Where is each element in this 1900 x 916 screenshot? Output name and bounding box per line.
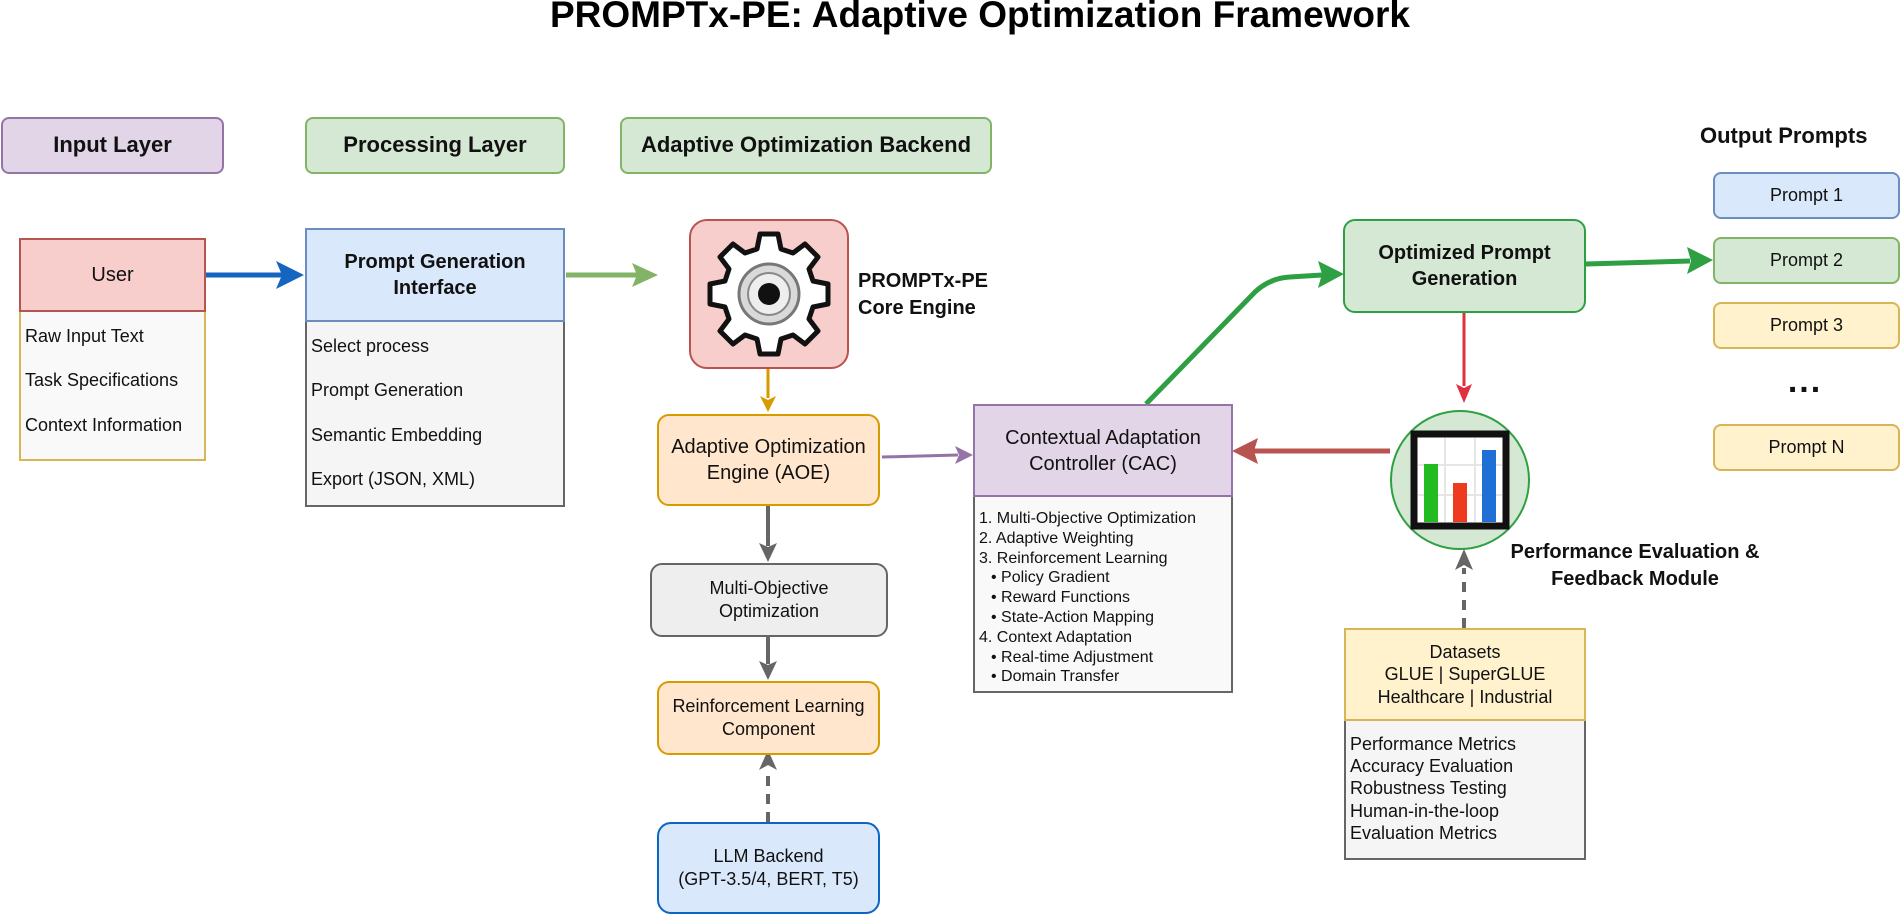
prompt-2: Prompt 2 (1713, 237, 1900, 284)
prompt-n: Prompt N (1713, 424, 1900, 471)
rl-box: Reinforcement Learning Component (657, 681, 880, 755)
prompt-generation-interface: Prompt Generation Interface (305, 228, 565, 322)
prompt-1: Prompt 1 (1713, 172, 1900, 219)
arrow-interface-to-core (566, 263, 658, 287)
interface-title-line2: Interface (393, 277, 477, 299)
user-box: User (19, 238, 206, 312)
list-item: 4. Context Adaptation (979, 629, 1132, 646)
interface-feature-list: Select process Prompt Generation Semanti… (305, 322, 565, 507)
list-item: 2. Adaptive Weighting (979, 530, 1134, 547)
core-engine-label: PROMPTx-PE Core Engine (858, 268, 1008, 322)
header-backend: Adaptive Optimization Backend (620, 117, 992, 174)
arrow-optimized-to-prompt2 (1585, 247, 1713, 274)
list-item: Robustness Testing (1350, 778, 1507, 798)
performance-evaluation-circle (1390, 410, 1530, 550)
optimized-line1: Optimized Prompt (1378, 242, 1551, 264)
list-item: • State-Action Mapping (991, 609, 1155, 626)
list-item: • Policy Gradient (991, 569, 1110, 586)
header-output-prompts: Output Prompts (1700, 123, 1868, 148)
cac-box: Contextual Adaptation Controller (CAC) (973, 404, 1233, 497)
arrow-datasets-to-performance (1455, 549, 1473, 628)
datasets-line1: Datasets (1429, 641, 1501, 662)
header-backend-label: Adaptive Optimization Backend (640, 132, 972, 158)
user-input-list: Raw Input Text Task Specifications Conte… (19, 312, 206, 461)
prompt-2-label: Prompt 2 (1769, 249, 1844, 270)
arrow-user-to-interface (206, 261, 304, 289)
aoe-line1: Adaptive Optimization (671, 436, 866, 458)
header-input-layer: Input Layer (1, 117, 224, 174)
prompt-3-label: Prompt 3 (1769, 314, 1844, 335)
arrow-core-to-aoe (760, 369, 776, 412)
arrow-llm-to-rl (759, 750, 777, 822)
rl-line2: Component (721, 719, 816, 739)
prompts-ellipsis: ... (1787, 362, 1823, 400)
list-item: Evaluation Metrics (1350, 823, 1498, 843)
llm-backend-box: LLM Backend (GPT-3.5/4, BERT, T5) (657, 822, 880, 914)
list-item: Select process (311, 336, 430, 356)
prompt-1-label: Prompt 1 (1769, 184, 1844, 205)
list-item: Raw Input Text (25, 326, 144, 346)
header-input-layer-label: Input Layer (53, 132, 172, 158)
performance-evaluation-label: Performance Evaluation & Feedback Module (1490, 539, 1780, 593)
core-engine-label-line2: Core Engine (858, 297, 976, 319)
cac-capability-list: 1. Multi-Objective Optimization 2. Adapt… (973, 497, 1233, 693)
llm-line1: LLM Backend (713, 845, 824, 866)
list-item: 3. Reinforcement Learning (979, 550, 1168, 567)
list-item: Semantic Embedding (311, 425, 483, 445)
llm-line2: (GPT-3.5/4, BERT, T5) (678, 869, 859, 889)
moo-box: Multi-Objective Optimization (650, 563, 888, 637)
datasets-line2: GLUE | SuperGLUE (1384, 664, 1546, 685)
performance-label-line2: Feedback Module (1551, 568, 1719, 590)
list-item: • Real-time Adjustment (991, 649, 1154, 666)
rl-line1: Reinforcement Learning (672, 695, 865, 716)
list-item: • Domain Transfer (991, 668, 1120, 685)
core-engine-label-line1: PROMPTx-PE (858, 270, 989, 292)
header-processing-layer: Processing Layer (305, 117, 565, 174)
arrow-cac-to-optimized (1144, 261, 1344, 406)
arrow-performance-to-cac (1232, 438, 1390, 464)
list-item: • Reward Functions (991, 589, 1130, 606)
bar-chart-icon (1410, 430, 1510, 530)
performance-label-line1: Performance Evaluation & (1510, 541, 1760, 563)
optimized-prompt-generation: Optimized Prompt Generation (1343, 219, 1586, 313)
aoe-box: Adaptive Optimization Engine (AOE) (657, 414, 880, 506)
evaluation-metrics-list: Performance Metrics Accuracy Evaluation … (1344, 721, 1586, 860)
arrow-optimized-to-performance (1456, 313, 1472, 403)
datasets-box: Datasets GLUE | SuperGLUE Healthcare | I… (1344, 628, 1586, 721)
arrow-aoe-to-moo (759, 506, 777, 562)
arrow-moo-to-rl (759, 637, 777, 680)
list-item: Human-in-the-loop (1350, 801, 1500, 821)
prompt-3: Prompt 3 (1713, 302, 1900, 349)
optimized-line2: Generation (1411, 268, 1518, 290)
core-engine-box (689, 219, 849, 369)
prompt-n-label: Prompt N (1768, 436, 1845, 457)
list-item: Performance Metrics (1350, 734, 1517, 754)
aoe-line2: Engine (AOE) (706, 462, 831, 484)
interface-title-line1: Prompt Generation (344, 251, 526, 273)
list-item: Export (JSON, XML) (311, 469, 476, 489)
user-label: User (91, 264, 134, 286)
datasets-line3: Healthcare | Industrial (1377, 686, 1553, 707)
list-item: Context Information (25, 415, 183, 435)
list-item: 1. Multi-Objective Optimization (979, 510, 1196, 527)
cac-line2: Controller (CAC) (1029, 452, 1177, 475)
cac-line1: Contextual Adaptation (1005, 426, 1201, 449)
moo-line2: Optimization (718, 601, 820, 621)
list-item: Task Specifications (25, 370, 179, 390)
list-item: Prompt Generation (311, 380, 464, 400)
arrow-aoe-to-cac (881, 446, 973, 464)
moo-line1: Multi-Objective (709, 577, 829, 598)
header-processing-layer-label: Processing Layer (343, 132, 527, 158)
gear-icon (707, 231, 831, 357)
list-item: Accuracy Evaluation (1350, 756, 1514, 776)
page-title: PROMPTx-PE: Adaptive Optimization Framew… (549, 0, 1411, 35)
